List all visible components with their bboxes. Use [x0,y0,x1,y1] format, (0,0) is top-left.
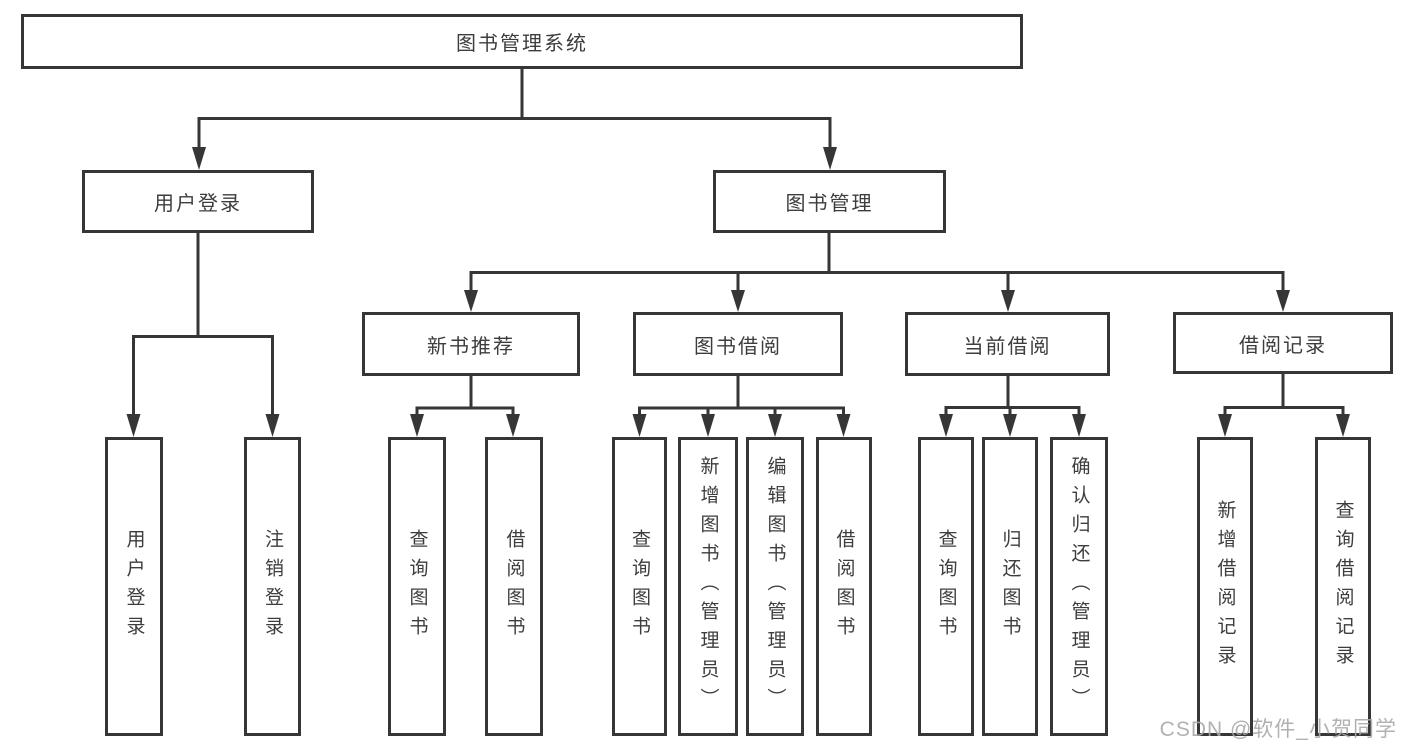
node-cb-confirm-return: 确认归还（管理员） [1050,437,1108,736]
node-bb-borrow-book-label: 借阅图书 [833,528,855,645]
node-borrow-record: 借阅记录 [1173,312,1393,374]
node-leaf-logout: 注销登录 [244,437,301,736]
node-bb-edit-book-label: 编辑图书（管理员） [764,456,786,717]
node-root-label: 图书管理系统 [456,33,588,55]
node-book-management: 图书管理 [713,170,946,233]
node-book-management-label: 图书管理 [785,193,874,215]
node-borrow-record-label: 借阅记录 [1239,334,1327,357]
node-br-add-record: 新增借阅记录 [1197,437,1253,736]
node-cb-query-book-label: 查询图书 [935,528,957,645]
node-new-book-recommend: 新书推荐 [362,312,580,376]
node-bb-query-book-label: 查询图书 [629,528,650,645]
node-br-add-record-label: 新增借阅记录 [1214,499,1236,674]
node-user-login: 用户登录 [82,170,314,233]
node-nb-query-book: 查询图书 [388,437,446,736]
node-bb-query-book: 查询图书 [612,437,667,736]
node-cb-query-book: 查询图书 [918,437,974,736]
node-leaf-user-login: 用户登录 [105,437,163,736]
node-cb-confirm-return-label: 确认归还（管理员） [1068,456,1090,717]
node-nb-borrow-book: 借阅图书 [485,437,543,736]
arrowhead-group [126,147,1350,437]
node-nb-borrow-book-label: 借阅图书 [503,528,525,645]
node-current-borrow-label: 当前借阅 [963,335,1052,358]
node-book-borrow-label: 图书借阅 [694,335,782,358]
node-leaf-logout-label: 注销登录 [262,528,283,645]
csdn-watermark: CSDN @软件_小贺同学 [1159,718,1397,741]
node-br-query-record: 查询借阅记录 [1315,437,1371,736]
node-current-borrow: 当前借阅 [905,312,1110,376]
node-cb-return-book: 归还图书 [982,437,1038,736]
node-cb-return-book-label: 归还图书 [999,528,1021,645]
node-leaf-user-login-label: 用户登录 [123,528,145,645]
node-bb-borrow-book: 借阅图书 [816,437,872,736]
node-br-query-record-label: 查询借阅记录 [1332,499,1354,674]
node-new-book-recommend-label: 新书推荐 [427,335,515,358]
node-nb-query-book-label: 查询图书 [406,528,428,645]
node-bb-add-book: 新增图书（管理员） [678,437,738,736]
node-bb-edit-book: 编辑图书（管理员） [746,437,804,736]
node-user-login-label: 用户登录 [154,193,242,215]
node-root: 图书管理系统 [21,14,1023,69]
node-bb-add-book-label: 新增图书（管理员） [697,456,719,717]
node-book-borrow: 图书借阅 [633,312,843,376]
